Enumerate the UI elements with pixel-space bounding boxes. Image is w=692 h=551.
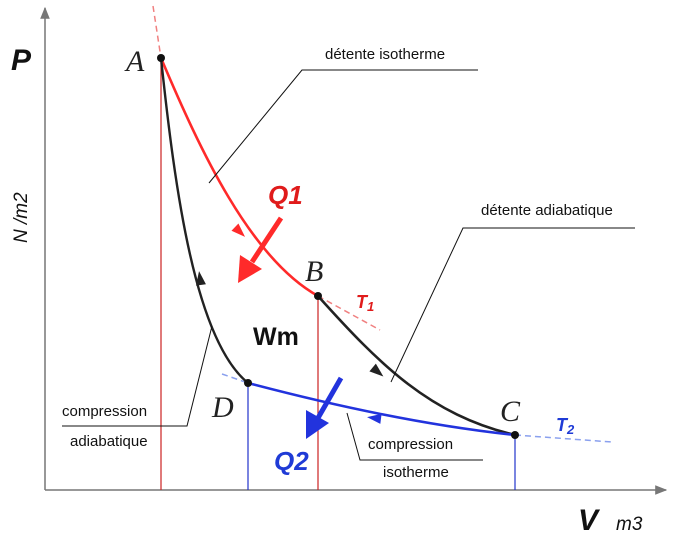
leader-isothermal-expansion [208, 69, 478, 184]
heat-label-q2: Q2 [274, 446, 309, 476]
direction-arrow-bc [369, 363, 384, 377]
hot-isotherm-extension-top [152, 5, 162, 59]
temperature-label-t2: T2 [556, 415, 575, 437]
t1-letter: T [356, 292, 369, 312]
t2-index: 2 [566, 422, 575, 437]
point-label-a: A [124, 45, 145, 78]
heat-label-q1: Q1 [268, 180, 303, 210]
leader-adiabatic-expansion [390, 227, 635, 383]
cold-isotherm-extension-right [514, 434, 613, 443]
isothermal-compression-curve [247, 381, 516, 437]
q1-arrow-head [238, 255, 262, 283]
work-label: Wm [253, 323, 299, 351]
t1-index: 1 [367, 299, 374, 314]
q1-arrow-shaft [249, 216, 284, 264]
leader-adiabatic-compression [62, 325, 213, 427]
label-adiabatic-compression-line2: adiabatique [70, 433, 148, 450]
direction-arrow-da [196, 271, 206, 286]
q2-arrow-shaft [315, 376, 344, 420]
point-label-c: C [500, 395, 521, 428]
state-point-a [157, 54, 165, 62]
label-isothermal-compression-line2: isotherme [383, 464, 449, 481]
label-adiabatic-compression-line1: compression [62, 403, 147, 420]
direction-arrow-ab [231, 223, 246, 237]
adiabatic-compression-curve [159, 57, 249, 384]
direction-arrow-cd [367, 413, 382, 424]
label-isothermal-compression-line1: compression [368, 436, 453, 453]
point-label-d: D [211, 391, 234, 424]
isothermal-expansion-curve [159, 57, 319, 298]
hot-isotherm-extension-bottom [317, 295, 381, 331]
label-adiabatic-expansion: détente adiabatique [481, 202, 613, 219]
cold-isotherm-extension-left [221, 373, 249, 384]
y-axis-symbol: P [11, 44, 32, 77]
state-point-c [511, 431, 519, 439]
x-axis-unit: m3 [616, 514, 643, 535]
state-point-b [314, 292, 322, 300]
t2-letter: T [556, 415, 569, 435]
leader-isothermal-compression [346, 412, 483, 461]
point-label-b: B [305, 255, 323, 288]
y-axis-unit: N /m2 [11, 192, 32, 243]
label-isothermal-expansion: détente isotherme [325, 46, 445, 63]
x-axis-symbol: V [578, 504, 601, 537]
q2-arrow-head [306, 410, 329, 439]
adiabatic-expansion-curve [317, 295, 516, 437]
state-point-d [244, 379, 252, 387]
temperature-label-t1: T1 [356, 292, 374, 314]
